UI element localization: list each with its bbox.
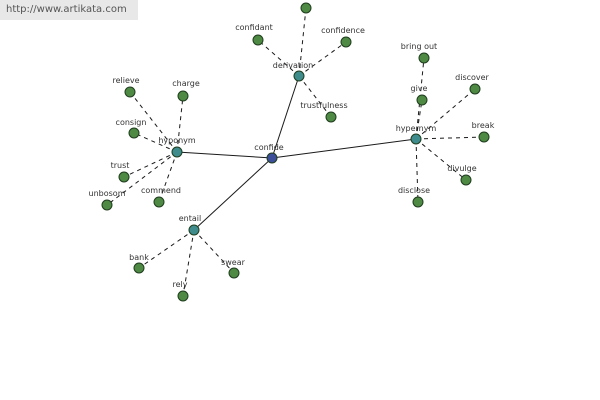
label-give: give — [411, 84, 428, 93]
label-divulge: divulge — [447, 164, 476, 173]
label-bank: bank — [129, 253, 149, 262]
node-give[interactable] — [416, 94, 428, 106]
node-unbosom[interactable] — [101, 199, 113, 211]
edge-entail-rely — [182, 229, 195, 297]
node-divulge[interactable] — [460, 174, 472, 186]
edge-hypernym — [271, 138, 417, 159]
edge-hypernym-divulge — [415, 138, 467, 181]
label-consign: consign — [116, 118, 147, 127]
edge-hyponym — [176, 151, 273, 159]
label-unbosom: unbosom — [89, 189, 126, 198]
edge-hyponym-trust — [123, 151, 178, 178]
node-confide[interactable] — [266, 152, 278, 164]
label-discover: discover — [455, 73, 489, 82]
label-confidant: confidant — [235, 23, 273, 32]
node-derivation-top[interactable] — [300, 2, 312, 14]
label-derivation: derivation — [273, 61, 313, 70]
label-break: break — [472, 121, 495, 130]
edge-hyponym-charge — [176, 95, 184, 153]
label-relieve: relieve — [112, 76, 139, 85]
node-break[interactable] — [478, 131, 490, 143]
node-trustfulness[interactable] — [325, 111, 337, 123]
edge-hypernym-discover — [415, 88, 476, 140]
node-bring-out[interactable] — [418, 52, 430, 64]
node-relieve[interactable] — [124, 86, 136, 98]
node-layer — [101, 2, 490, 302]
node-discover[interactable] — [469, 83, 481, 95]
label-confidence: confidence — [321, 26, 365, 35]
node-hyponym[interactable] — [171, 146, 183, 158]
node-entail[interactable] — [188, 224, 200, 236]
label-bring-out: bring out — [401, 42, 437, 51]
edge-entail — [193, 157, 273, 231]
label-layer: hyponym derivation hypernym entail relieve ch… — [89, 23, 495, 289]
edge-derivation-derivation-top — [298, 7, 307, 77]
label-rely: rely — [173, 280, 188, 289]
node-charge[interactable] — [177, 90, 189, 102]
node-confidant[interactable] — [252, 34, 264, 46]
label-trust: trust — [111, 161, 130, 170]
node-derivation[interactable] — [293, 70, 305, 82]
node-disclose[interactable] — [412, 196, 424, 208]
edge-hypernym-give — [415, 99, 423, 140]
label-entail: entail — [179, 214, 201, 223]
watermark: http://www.artikata.com — [0, 0, 138, 20]
edge-derivation-confidence — [298, 41, 347, 77]
node-hypernym[interactable] — [410, 133, 422, 145]
edge-derivation — [271, 75, 300, 159]
label-confide: confide — [254, 143, 283, 152]
edge-derivation-confidant — [257, 39, 300, 77]
edge-hypernym-disclose — [415, 138, 419, 203]
node-commend[interactable] — [153, 196, 165, 208]
edge-hypernym-break — [415, 136, 485, 140]
node-swear[interactable] — [228, 267, 240, 279]
label-charge: charge — [172, 79, 200, 88]
label-hypernym: hypernym — [396, 124, 437, 133]
edge-derivation-trustfulness — [298, 75, 332, 118]
node-rely[interactable] — [177, 290, 189, 302]
node-trust[interactable] — [118, 171, 130, 183]
edge-entail-bank — [138, 229, 195, 269]
label-disclose: disclose — [398, 186, 430, 195]
label-swear: swear — [221, 258, 246, 267]
label-hyponym: hyponym — [158, 136, 196, 145]
node-consign[interactable] — [128, 127, 140, 139]
edge-hyponym-commend — [158, 151, 178, 203]
label-trustfulness: trustfulness — [300, 101, 347, 110]
edge-layer — [106, 7, 485, 297]
node-bank[interactable] — [133, 262, 145, 274]
node-confidence[interactable] — [340, 36, 352, 48]
label-commend: commend — [141, 186, 181, 195]
edge-hyponym-unbosom — [106, 151, 178, 206]
edge-entail-swear — [193, 229, 235, 274]
